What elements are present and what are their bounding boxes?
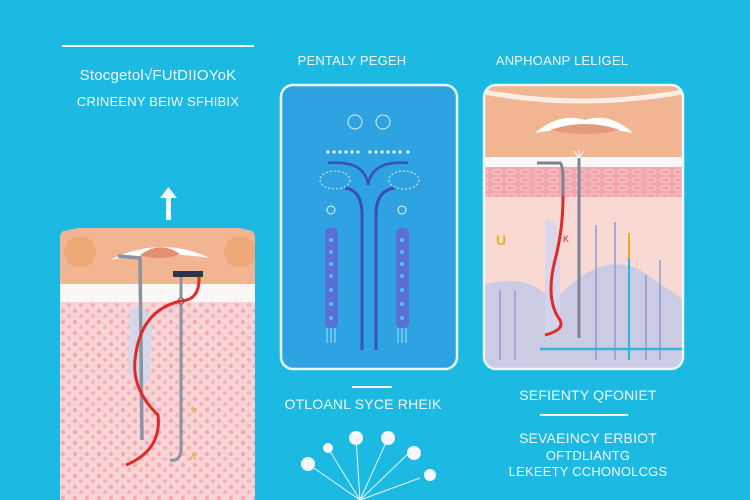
left-heading-line1: Stocgetol√FUtDIIOYoK	[79, 67, 237, 84]
right-caption-line2: OFTDLIANTG	[545, 448, 631, 463]
right-probe	[537, 150, 585, 338]
middle-device	[319, 114, 420, 350]
left-red-wire	[125, 276, 201, 467]
middle-device-panel	[279, 83, 459, 371]
right-caption-rule	[540, 414, 628, 416]
right-panel-title: ANPHOANP LELIGEL	[495, 53, 629, 68]
left-skin-cross-section	[60, 228, 255, 500]
up-arrow-icon	[160, 187, 177, 220]
middle-panel-title: PENTALY PEGEH	[297, 53, 407, 68]
middle-caption-rule	[352, 386, 392, 388]
right-caption-title: SEFIENTY QFONIET	[519, 387, 657, 403]
middle-caption: OTLOANL SYCE RHEIK	[284, 396, 442, 412]
left-marker-2: A	[190, 452, 196, 462]
right-caption-line1: SEVAEINCY ERBIOT	[518, 430, 658, 446]
right-caption-line3: LEKEETY CCHONOLCGS	[508, 464, 668, 479]
left-marker-1: fı	[191, 405, 196, 415]
right-marker-k: K	[563, 234, 569, 244]
right-skin-cross-section: U K	[484, 85, 683, 369]
right-marker-u: U	[496, 232, 506, 248]
left-heading-rule	[62, 45, 254, 47]
dandelion-icon	[301, 431, 436, 500]
left-heading-line2: CRINEENY BEIW SFHIBIX	[76, 94, 240, 109]
right-panel-frame	[482, 83, 685, 371]
